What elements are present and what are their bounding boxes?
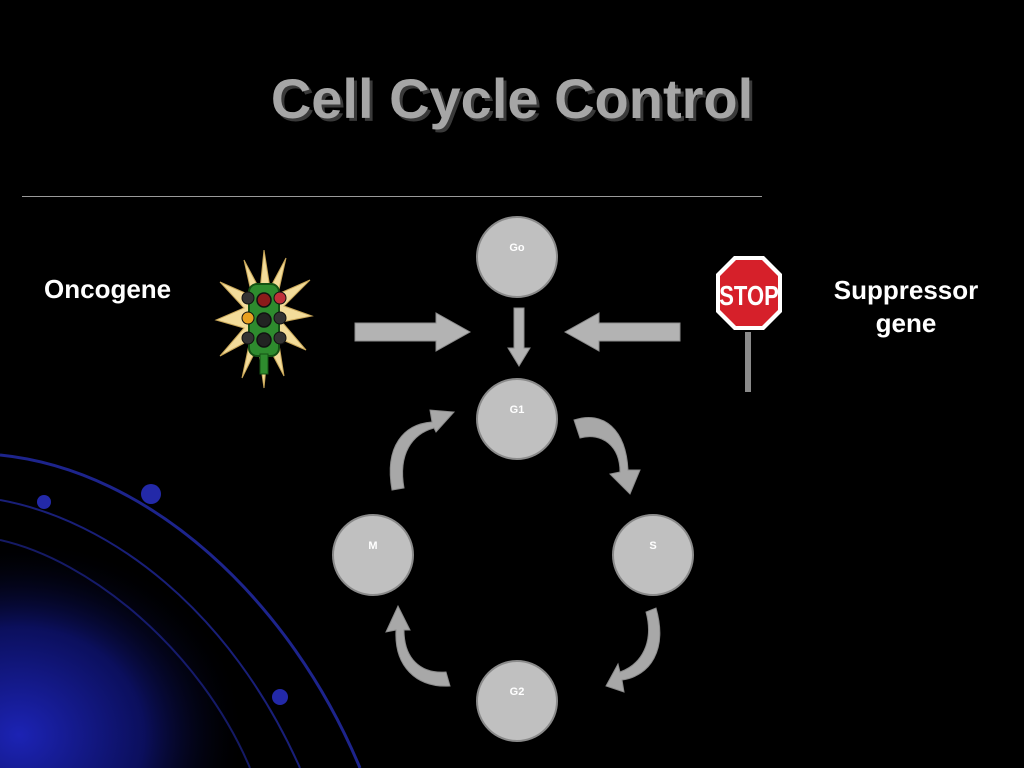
oncogene-label: Oncogene bbox=[44, 274, 172, 304]
s-to-g2-arrow bbox=[605, 607, 661, 693]
go-to-g1-arrow bbox=[507, 307, 531, 367]
phase-g2-label: G2 bbox=[509, 686, 525, 698]
stop-sign-icon: STOP bbox=[716, 256, 782, 392]
swirl-dot bbox=[272, 689, 288, 705]
swirl-dot bbox=[141, 484, 161, 504]
suppressor-arrow bbox=[563, 312, 681, 352]
title-divider bbox=[22, 196, 762, 197]
phase-s-label: S bbox=[649, 540, 657, 552]
phase-go: Go bbox=[476, 216, 558, 298]
g2-to-m-arrow bbox=[385, 604, 451, 687]
traffic-light-icon bbox=[214, 250, 314, 389]
phase-s: S bbox=[612, 514, 694, 596]
oncogene-arrow bbox=[354, 312, 472, 352]
phase-g1-label: G1 bbox=[509, 404, 525, 416]
swirl-dot bbox=[37, 495, 51, 509]
phase-go-label: Go bbox=[509, 242, 525, 254]
m-to-g1-arrow bbox=[389, 409, 456, 491]
phase-m-label: M bbox=[368, 540, 378, 552]
stop-sign-text: STOP bbox=[719, 281, 778, 312]
suppressor-gene-label: Suppressor gene bbox=[810, 274, 1002, 340]
suppressor-label-line2: gene bbox=[875, 308, 937, 338]
phase-m: M bbox=[332, 514, 414, 596]
slide-title: Cell Cycle Control bbox=[270, 67, 754, 130]
phase-g2: G2 bbox=[476, 660, 558, 742]
g1-to-s-arrow bbox=[573, 416, 641, 495]
phase-g1: G1 bbox=[476, 378, 558, 460]
suppressor-label-line1: Suppressor bbox=[833, 275, 979, 305]
